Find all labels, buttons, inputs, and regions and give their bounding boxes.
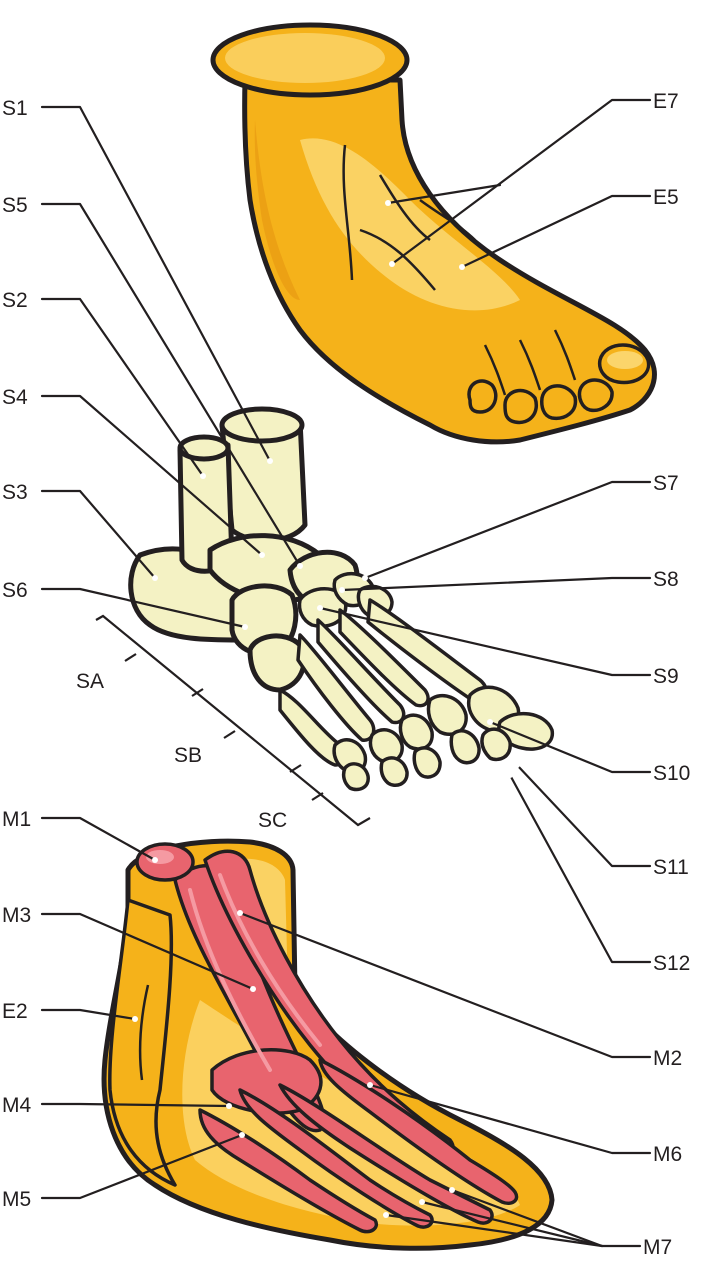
label-s11: S11: [653, 856, 689, 879]
label-s3: S3: [2, 481, 28, 504]
label-e2: E2: [2, 1000, 28, 1023]
label-s8: S8: [653, 568, 679, 591]
label-e5: E5: [653, 186, 679, 209]
label-s2: S2: [2, 289, 28, 312]
label-s5: S5: [2, 194, 28, 217]
muscle-foot: [104, 841, 552, 1248]
label-s7: S7: [653, 472, 679, 495]
label-s10: S10: [653, 762, 690, 785]
label-m5: M5: [2, 1188, 31, 1211]
label-s9: S9: [653, 665, 679, 688]
label-sc: SC: [258, 809, 287, 832]
label-s6: S6: [2, 579, 28, 602]
label-e7: E7: [653, 90, 679, 113]
label-m7: M7: [643, 1236, 672, 1259]
label-m3: M3: [2, 904, 31, 927]
label-m4: M4: [2, 1094, 31, 1117]
label-m2: M2: [653, 1047, 682, 1070]
label-sa: SA: [76, 670, 104, 693]
label-sb: SB: [174, 744, 202, 767]
foot-skeleton: [131, 409, 553, 790]
label-m6: M6: [653, 1143, 682, 1166]
label-m1: M1: [2, 808, 31, 831]
label-s4: S4: [2, 386, 28, 409]
label-s12: S12: [653, 952, 690, 975]
label-s1: S1: [2, 97, 28, 120]
